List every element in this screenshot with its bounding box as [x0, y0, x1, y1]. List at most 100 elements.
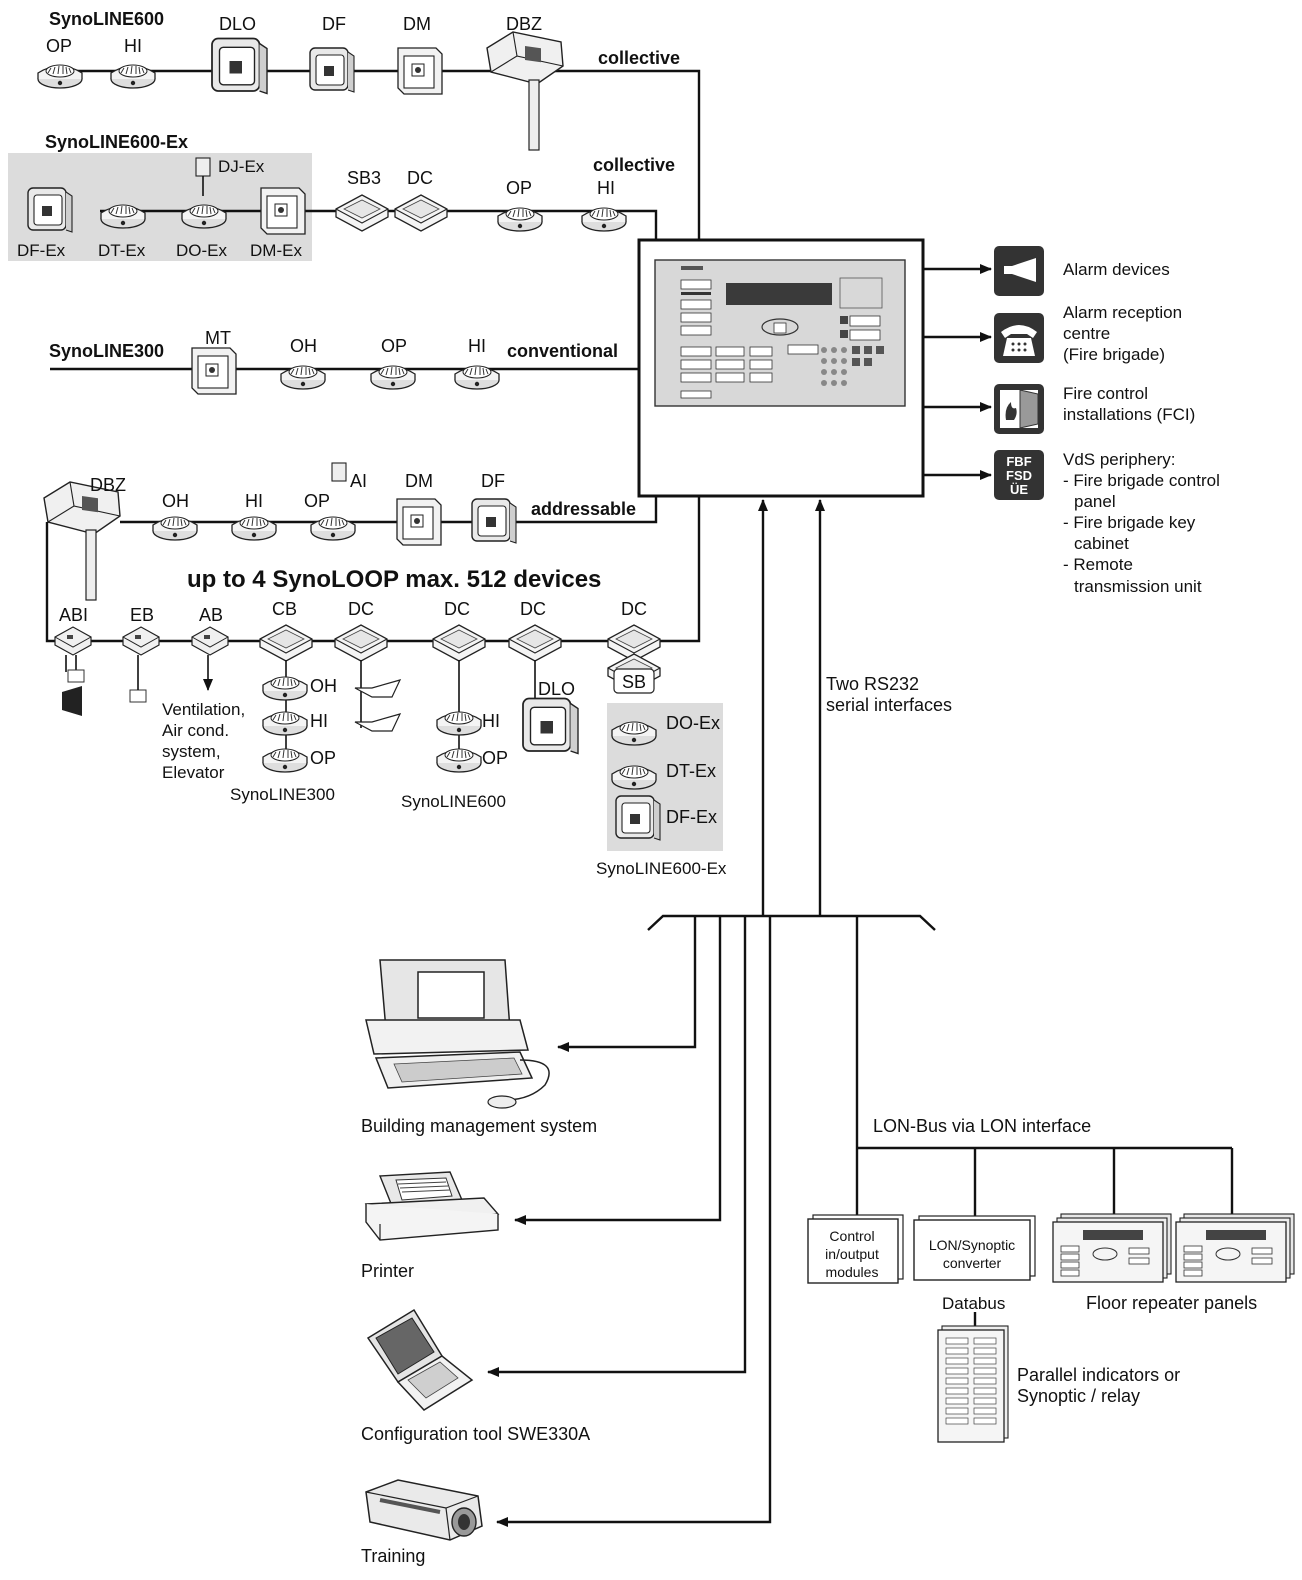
sb-group-label: SynoLINE600-Ex [596, 859, 727, 878]
device-label-dc: DC [407, 168, 433, 188]
control-modules-line-3: modules [826, 1264, 879, 1280]
cb-detector-op: OP [310, 748, 336, 768]
sb-detector-do-ex: DO-Ex [666, 713, 720, 733]
device-label-op-4: OP [304, 491, 330, 511]
synoline300-title: SynoLINE300 [49, 341, 164, 361]
output-fci-line-1: Fire control [1063, 384, 1148, 403]
device-label-hi-3: HI [468, 336, 486, 356]
line-type-conventional: conventional [507, 341, 618, 361]
laptop-icon [366, 1308, 474, 1411]
cb-detector-oh: OH [310, 676, 337, 696]
parallel-indicators-panel [937, 1325, 1009, 1443]
device-label-dlo: DLO [219, 14, 256, 34]
device-label-hi: HI [124, 36, 142, 56]
module-label-ab: AB [199, 605, 223, 625]
module-label-eb: EB [130, 605, 154, 625]
databus-label: Databus [942, 1294, 1005, 1313]
device-label-mt: MT [205, 328, 231, 348]
dc-detector-op: OP [482, 748, 508, 768]
device-label-hi-4: HI [245, 491, 263, 511]
lon-converter-box [913, 1215, 1036, 1281]
device-label-dbz-2: DBZ [90, 475, 126, 495]
synoline600-title: SynoLINE600 [49, 9, 164, 29]
device-label-oh: OH [290, 336, 317, 356]
module-label-abi: ABI [59, 605, 88, 625]
device-label-sb3: SB3 [347, 168, 381, 188]
fire-door-icon [994, 384, 1044, 434]
module-label-cb: CB [272, 599, 297, 619]
cb-detector-hi: HI [310, 711, 328, 731]
vds-badge-fsd: FSD [1006, 468, 1032, 483]
interfaces-line-1: Two RS232 [826, 674, 919, 694]
sb-detector-df-ex: DF-Ex [666, 807, 717, 827]
output-vds-line-2: - Fire brigade control [1063, 471, 1220, 490]
peripheral-config-tool: Configuration tool SWE330A [361, 1424, 590, 1444]
device-label-hi-2: HI [597, 178, 615, 198]
sb-group-devices [611, 668, 661, 841]
lon-bus-title: LON-Bus via LON interface [873, 1116, 1091, 1136]
floor-repeater-label: Floor repeater panels [1086, 1293, 1257, 1313]
dc-detector-hi: HI [482, 711, 500, 731]
sb-detector-dt-ex: DT-Ex [666, 761, 716, 781]
module-label-dc-3: DC [520, 599, 546, 619]
peripheral-training: Training [361, 1546, 425, 1566]
lon-converter-line-2: converter [943, 1255, 1002, 1271]
loop-title: up to 4 SynoLOOP max. 512 devices [187, 566, 601, 593]
device-label-ai: AI [350, 471, 367, 491]
synoline600-line [37, 31, 701, 240]
synoline300-line [50, 347, 639, 395]
device-label-dbz: DBZ [506, 14, 542, 34]
ab-note-line-2: Air cond. [162, 721, 229, 740]
cb-group-label: SynoLINE300 [230, 785, 335, 804]
parallel-indicators-line-2: Synoptic / relay [1017, 1386, 1140, 1406]
vds-badge-ue: ÜE [1010, 482, 1028, 497]
output-reception-line-3: (Fire brigade) [1063, 345, 1165, 364]
device-label-oh-2: OH [162, 491, 189, 511]
telephone-icon [994, 313, 1044, 363]
output-vds-line-3: panel [1074, 492, 1116, 511]
horn-icon [994, 246, 1044, 296]
addressable-line [43, 462, 658, 601]
output-alarm-devices: Alarm devices [1063, 260, 1170, 279]
output-vds-line-1: VdS periphery: [1063, 450, 1175, 469]
device-label-dj-ex: DJ-Ex [218, 157, 265, 176]
output-vds-line-5: cabinet [1074, 534, 1129, 553]
control-modules-line-1: Control [829, 1228, 874, 1244]
control-panel [637, 238, 925, 498]
device-label-op: OP [46, 36, 72, 56]
device-label-dm-2: DM [405, 471, 433, 491]
device-label-op-2: OP [506, 178, 532, 198]
module-label-dc-4: DC [621, 599, 647, 619]
interfaces-line-2: serial interfaces [826, 695, 952, 715]
vds-badge-fbf: FBF [1006, 454, 1031, 469]
ab-note-line-3: system, [162, 742, 221, 761]
output-arrows [923, 264, 992, 480]
output-reception-line-1: Alarm reception [1063, 303, 1182, 322]
lon-converter-line-1: LON/Synoptic [929, 1237, 1015, 1253]
output-vds-line-6: - Remote [1063, 555, 1133, 574]
line-type-addressable: addressable [531, 499, 636, 519]
ab-note-line-4: Elevator [162, 763, 225, 782]
line-type-collective-2: collective [593, 155, 675, 175]
floor-repeater-panels [1052, 1213, 1295, 1283]
lon-bus-lines [857, 1146, 1234, 1326]
control-modules-line-2: in/output [825, 1246, 879, 1262]
line-type-collective-1: collective [598, 48, 680, 68]
device-label-df-2: DF [481, 471, 505, 491]
printer-icon [364, 1171, 500, 1241]
device-label-dt-ex: DT-Ex [98, 241, 146, 260]
device-label-df-ex: DF-Ex [17, 241, 66, 260]
module-label-dc-1: DC [348, 599, 374, 619]
output-fci-line-2: installations (FCI) [1063, 405, 1195, 424]
device-label-dm: DM [403, 14, 431, 34]
projector-icon [365, 1479, 483, 1541]
peripheral-building-management: Building management system [361, 1116, 597, 1136]
peripheral-printer: Printer [361, 1261, 414, 1281]
module-label-dc-2: DC [444, 599, 470, 619]
synoline600ex-title: SynoLINE600-Ex [45, 132, 188, 152]
synoline600ex-line [27, 157, 658, 240]
rs232-lines [758, 499, 825, 916]
device-label-df: DF [322, 14, 346, 34]
device-label-op-3: OP [381, 336, 407, 356]
vds-badge-icon: FBF FSD ÜE [994, 450, 1044, 500]
